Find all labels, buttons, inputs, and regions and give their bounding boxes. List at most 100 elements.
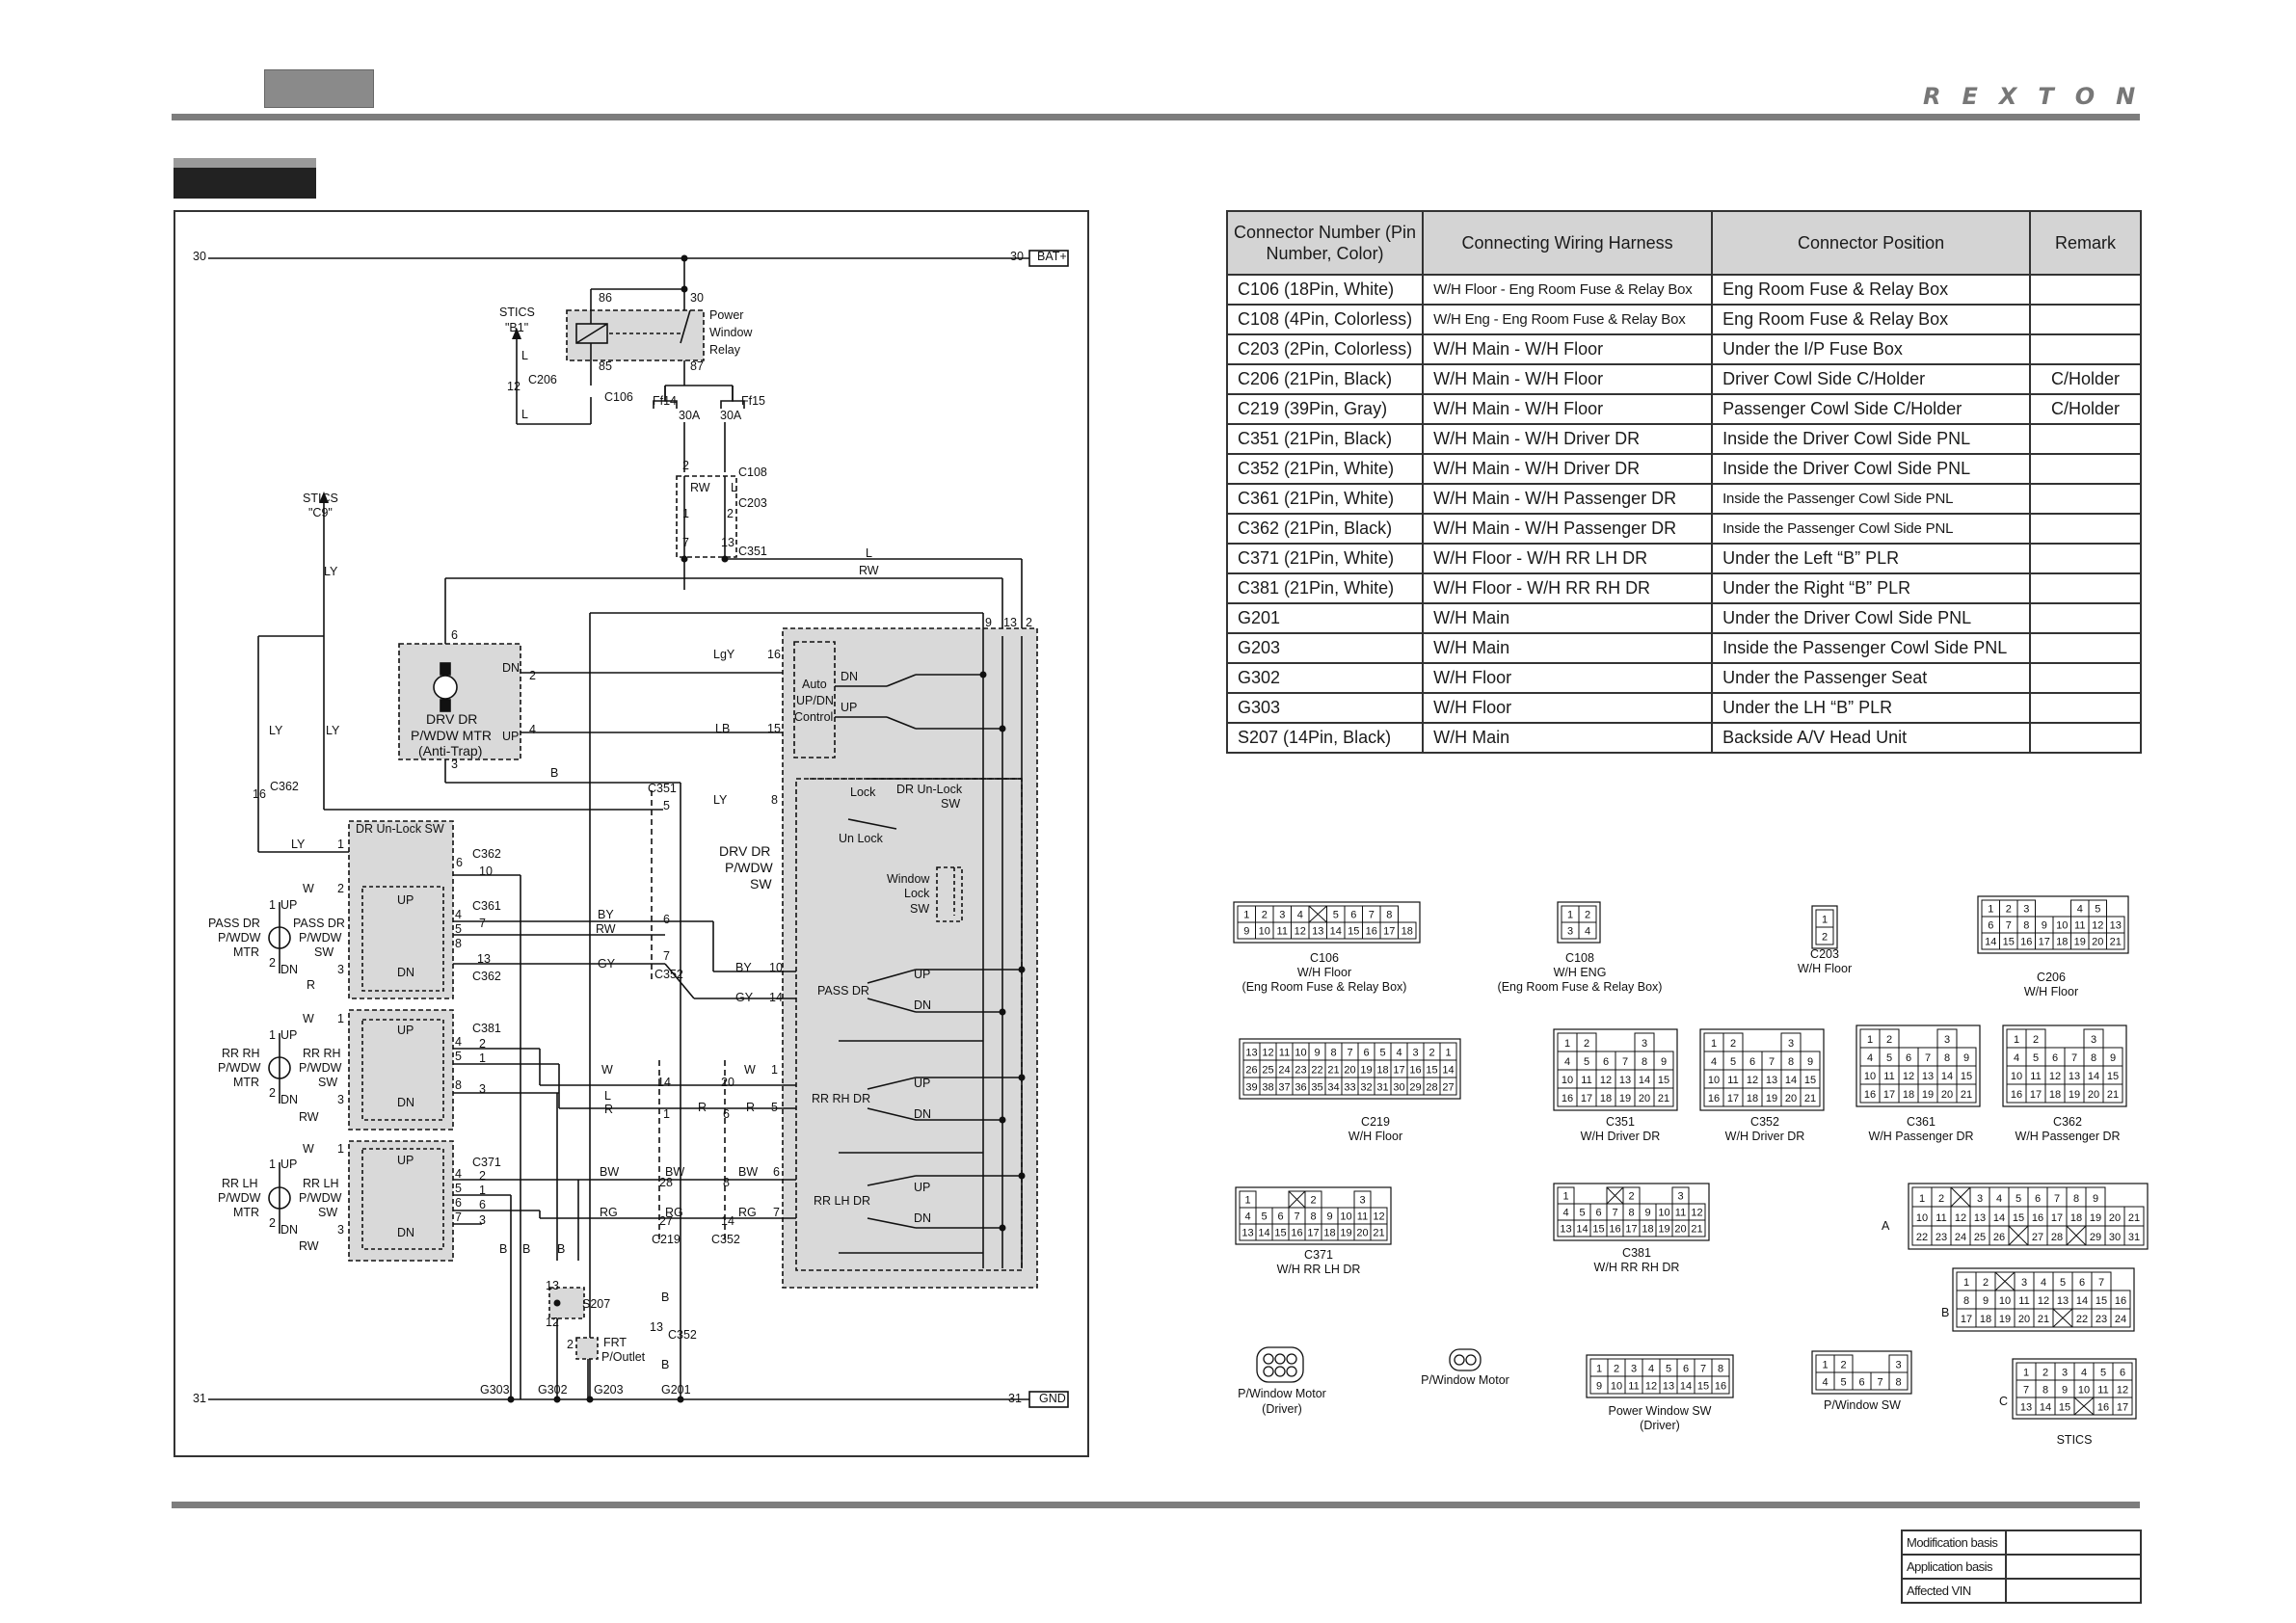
connector-pin-number: 1 (1919, 1193, 1925, 1205)
connector-outline (1586, 1354, 1734, 1398)
connector-pin-number: 16 (1864, 1089, 1876, 1101)
connector-pin-number: 6 (1603, 1056, 1609, 1068)
schematic-label: 6 (455, 1196, 462, 1210)
connector-pin-number: 15 (1961, 1071, 1972, 1082)
connector-caption: W/H RR RH DR (1594, 1261, 1680, 1274)
connector-pin-number: 6 (1749, 1056, 1755, 1068)
schematic-label: C206 (528, 373, 557, 386)
connector-pin-number: 2 (1614, 1363, 1619, 1374)
schematic-label: SW (941, 797, 960, 811)
connector-side-label: C (1999, 1395, 2008, 1408)
schematic-label: 13 (477, 952, 491, 966)
schematic-label: MTR (233, 1076, 259, 1089)
cell-remark (2029, 304, 2142, 335)
schematic-label: UP (914, 1181, 930, 1194)
connector-pin-number: 20 (2092, 937, 2103, 948)
schematic-label: Lock (850, 785, 876, 799)
schematic-label: C203 (738, 496, 767, 510)
schematic-label: C361 (472, 899, 501, 913)
schematic-label: P/WDW (299, 931, 342, 945)
connector-pin-number: 15 (1426, 1064, 1437, 1076)
connector-pin-number: 16 (1609, 1224, 1620, 1236)
table-row: C106 (18Pin, White)W/H Floor - Eng Room … (1225, 274, 2142, 306)
connector-pin-number: 2 (2042, 1367, 2048, 1378)
schematic-label: 6 (663, 913, 670, 926)
connector-pin-number: 11 (1279, 1047, 1290, 1058)
schematic-label: 15 (767, 722, 781, 735)
cell-remark (2029, 333, 2142, 365)
schematic-label: 3 (451, 758, 458, 771)
connector-pin-number: 8 (1718, 1363, 1723, 1374)
connector-pin-number: 13 (2057, 1295, 2069, 1307)
connector-pin-number: 20 (1674, 1224, 1686, 1236)
connector-pin-number: 3 (2091, 1034, 2096, 1046)
schematic-label: 4 (455, 1035, 462, 1049)
schematic-label: 30 (193, 250, 206, 263)
schematic-label: C106 (604, 390, 633, 404)
connector-pin-cell (2102, 1083, 2123, 1104)
connector-pin-number: 13 (2069, 1071, 2080, 1082)
schematic-label: 30A (720, 409, 742, 422)
connector-outline (1699, 1028, 1825, 1111)
schematic-label: 30 (690, 291, 704, 305)
connector-pin-number: 5 (1840, 1376, 1846, 1388)
schematic-label: L (521, 408, 528, 421)
app-basis-value (2005, 1554, 2142, 1580)
connector-caption: W/H Floor (1348, 1130, 1402, 1143)
connector-pin-number: 16 (2011, 1089, 2022, 1101)
cell-position: Inside the Driver Cowl Side PNL (1711, 423, 2032, 455)
connector-caption: C219 (1361, 1115, 1390, 1129)
schematic-label: 8 (771, 793, 778, 807)
schematic-label: 6 (773, 1165, 780, 1179)
cell-remark (2029, 423, 2142, 455)
connector-pin-number: 1 (1562, 1191, 1568, 1203)
connector-pin-number: 16 (2020, 937, 2032, 948)
schematic-label: 13 (546, 1279, 559, 1292)
schematic-label: DRV DR (426, 711, 477, 727)
connector-pin-number: 15 (1592, 1224, 1604, 1236)
schematic-label: G302 (538, 1383, 568, 1397)
connector-pin-number: 10 (1916, 1212, 1928, 1224)
cell-position: Inside the Driver Cowl Side PNL (1711, 453, 2032, 485)
schematic-label: Control (794, 710, 833, 724)
schematic-label: UP (914, 1077, 930, 1090)
connector-pin-number: 1 (1564, 1038, 1570, 1050)
connector-pin-number: 1 (1822, 1359, 1828, 1370)
schematic-label: 4 (455, 908, 462, 921)
cell-remark (2029, 453, 2142, 485)
schematic-label: UP/DN (796, 694, 834, 707)
connector-pin-number: 1 (1243, 910, 1249, 921)
connector-pin-number: 9 (2062, 1384, 2068, 1396)
cell-connector: C106 (18Pin, White) (1225, 274, 1425, 306)
connector-pin-cell (1956, 1083, 1977, 1104)
connector-pin-number: 21 (1691, 1224, 1702, 1236)
connector-pin-number: 13 (2020, 1401, 2032, 1413)
schematic-label: 2 (269, 956, 276, 970)
table-row: C361 (21Pin, White)W/H Main - W/H Passen… (1225, 483, 2142, 515)
schematic-label: LY (269, 724, 283, 737)
connector-pin-number: 3 (1788, 1038, 1794, 1050)
schematic-label: RW (596, 922, 616, 936)
connector-pin-number: 1 (1567, 910, 1573, 921)
cell-position: Under the I/P Fuse Box (1711, 333, 2032, 365)
connector-pin-number: 2 (1310, 1195, 1316, 1207)
connector-pin-number: 31 (1376, 1081, 1388, 1093)
schematic-label: 8 (455, 937, 462, 950)
connector-pin-number: 4 (2081, 1367, 2087, 1378)
connector-caption: Power Window SW (1609, 1404, 1712, 1418)
connector-pin-number: 16 (1562, 1093, 1573, 1104)
connector-pin-number: 9 (1661, 1056, 1667, 1068)
connector-caption: W/H Passenger DR (1868, 1130, 1973, 1143)
schematic-label: 1 (682, 507, 689, 520)
connector-pin-number: 18 (1600, 1093, 1612, 1104)
schematic-label: G201 (661, 1383, 691, 1397)
connector-pin-number: 17 (2117, 1401, 2128, 1413)
schematic-label: C362 (472, 970, 501, 983)
connector-pin-number: 11 (2074, 920, 2085, 932)
cell-harness: W/H Main - W/H Floor (1422, 393, 1714, 425)
